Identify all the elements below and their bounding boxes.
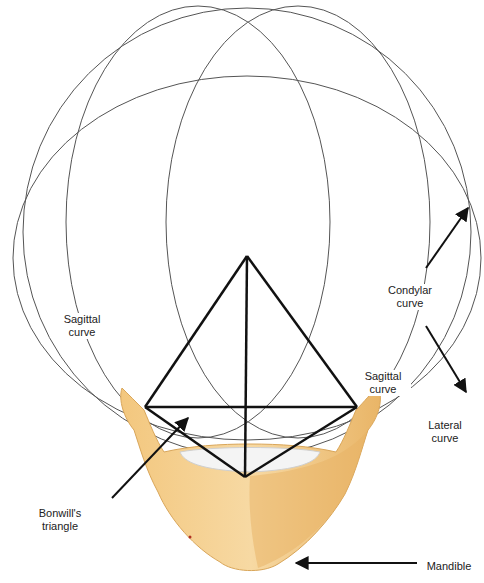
edge-line <box>145 256 247 407</box>
edge-line <box>145 406 357 409</box>
curve-label: Condylar curve <box>377 284 443 310</box>
edge-line <box>247 256 357 407</box>
teeth <box>180 448 320 473</box>
leader-arrow <box>426 208 468 268</box>
edge-line <box>145 407 245 477</box>
curve-label: Lateral curve <box>417 419 473 445</box>
leader-arrows <box>112 208 468 563</box>
mandible-shade <box>249 430 368 568</box>
sagittal-ellipse <box>166 6 430 438</box>
mental-foramen <box>189 536 192 539</box>
mandible <box>121 386 381 571</box>
edge-line <box>245 256 247 477</box>
leader-arrow <box>112 418 188 498</box>
curve-label: Sagittal curve <box>355 370 411 396</box>
mandible-bone <box>121 386 381 571</box>
part-label: Bonwill's triangle <box>23 507 97 533</box>
leader-arrow <box>426 326 466 392</box>
edge-line <box>245 407 357 477</box>
curve-label: Sagittal curve <box>54 313 110 339</box>
leader-arrow <box>296 562 424 564</box>
sagittal-ellipse <box>66 6 330 438</box>
part-label: Mandible <box>417 560 481 573</box>
bonwill-tetrahedron <box>145 256 357 477</box>
